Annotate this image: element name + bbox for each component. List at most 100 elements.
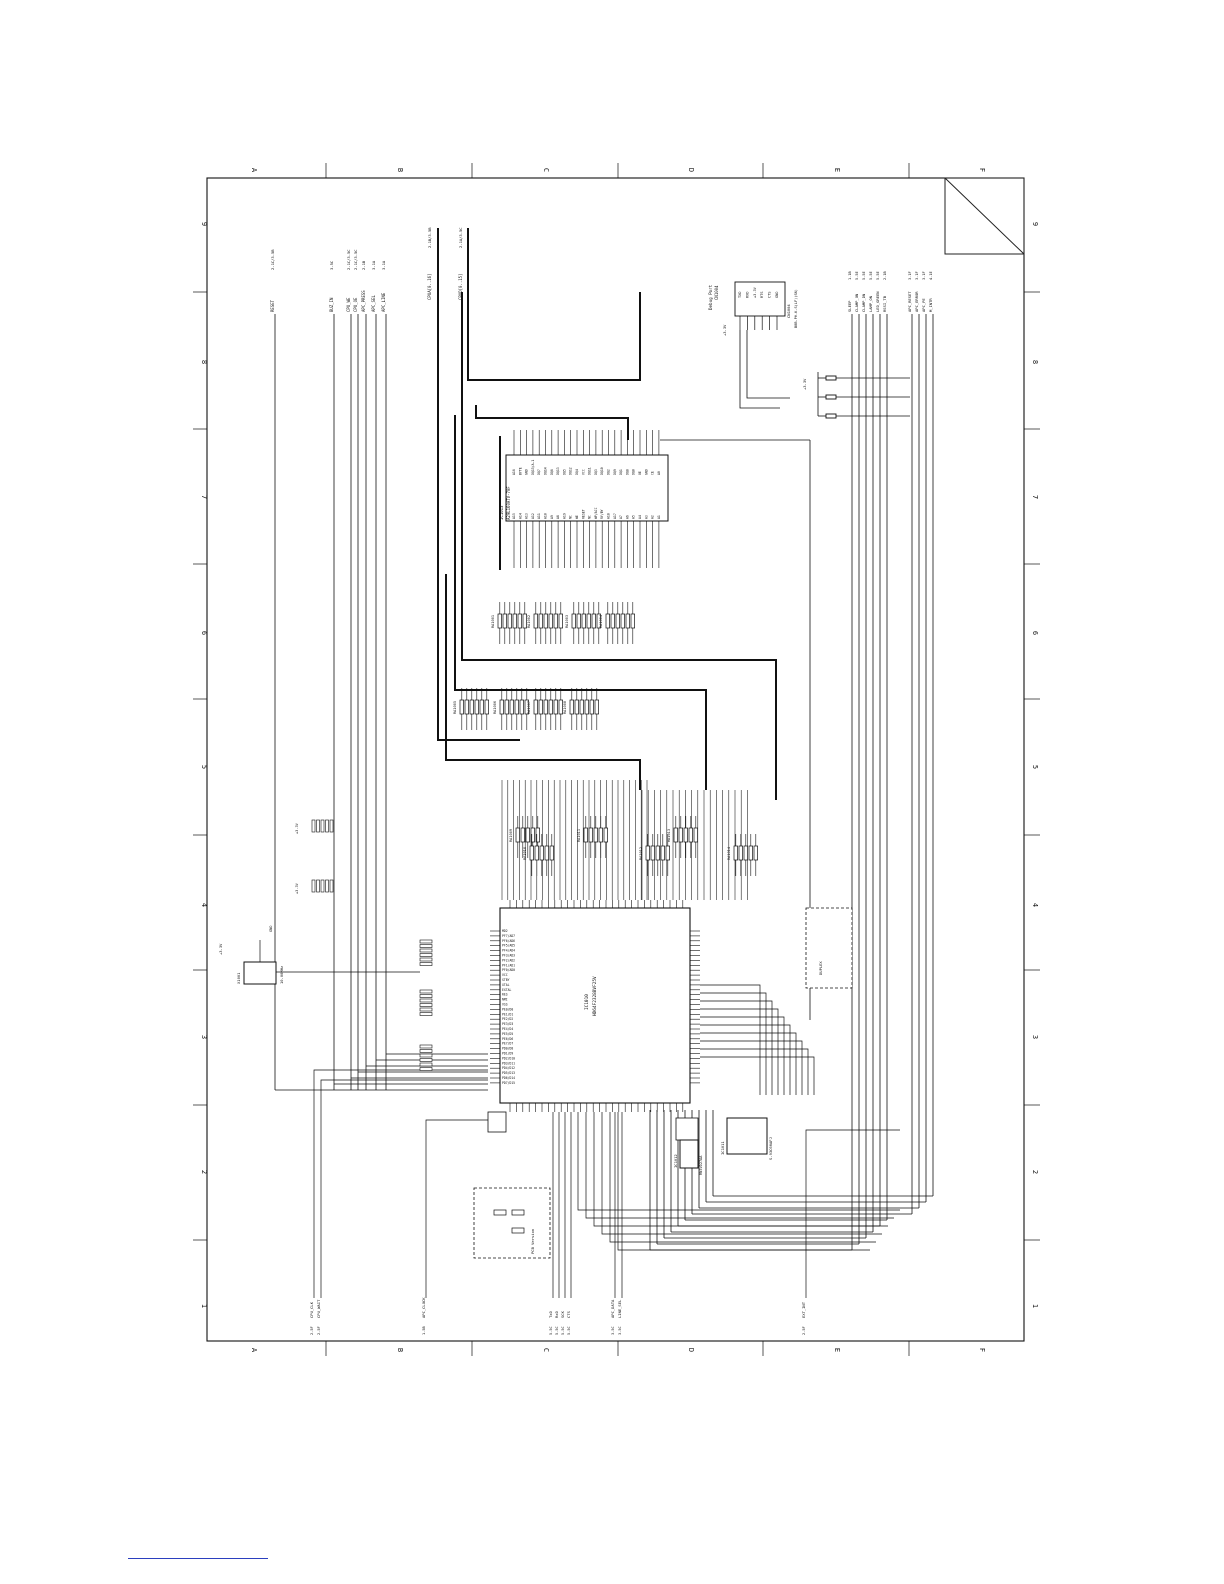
zone-row-right: 8: [1031, 360, 1039, 364]
cpu-right-wire: [700, 1056, 815, 1095]
flash-pin-label: A17: [613, 513, 617, 519]
flash-pin-label: DQ14: [544, 467, 548, 475]
cpu-pin-label: PF1/AD1: [502, 963, 515, 967]
cpu-pin-label: PE7/D7: [502, 1042, 513, 1046]
cpu-right-wire: [700, 1048, 809, 1095]
flash-pin-label: RESET: [581, 509, 585, 519]
cpu-right-wire: [700, 992, 767, 1095]
zone-row-left: 6: [200, 631, 208, 635]
zone-row-left: 4: [200, 903, 208, 907]
net-label-top: RESET: [270, 299, 275, 312]
array-resistor: [514, 699, 519, 715]
series-resistor: [419, 998, 433, 1003]
array-resistor: [553, 613, 558, 629]
flash-pin-label: CE: [651, 471, 655, 475]
zone-row-left: 1: [200, 1304, 208, 1308]
cpu-pin-label: PF5/AD5: [502, 944, 515, 948]
array-resistor: [615, 613, 620, 629]
net-ref-bottom: 5-5C: [555, 1326, 559, 1335]
array-resistor: [538, 699, 543, 715]
array-resistor: [569, 699, 574, 715]
pullup-stack: [311, 879, 316, 893]
flash-pin-label: VCC: [581, 469, 585, 475]
cpu-right-wire: [700, 1000, 773, 1095]
net-ref-right: 5-5E: [869, 271, 873, 280]
series-resistor: [419, 989, 433, 994]
net-label-top: APC_PRESS: [361, 290, 366, 312]
flash-pin-label: A0: [657, 471, 661, 475]
loop-wire: [617, 1112, 870, 1251]
flash-pin-label: DQ10: [600, 467, 604, 475]
cpu-pin-label: PF3/AD3: [502, 954, 515, 958]
pcb-version-label: PCB Version: [530, 1229, 535, 1254]
loop-wire: [601, 1112, 882, 1235]
array-resistor: [474, 699, 479, 715]
array-ref: RA1013: [667, 829, 671, 842]
series-resistor: [419, 1007, 433, 1012]
array-resistor: [464, 699, 469, 715]
resistor-array-upper: [571, 602, 601, 644]
resistor-array-middle: [569, 688, 599, 730]
series-resistor: [419, 1044, 433, 1049]
array-resistor: [507, 613, 512, 629]
small-capacitor-pair: [487, 1111, 507, 1133]
net-label-bottom: RxD: [554, 1310, 559, 1318]
net-wire-bottom: [805, 1129, 900, 1270]
cpu-pin-label: PF4/AD4: [502, 949, 515, 953]
debug-pin-label: +3.3V: [753, 286, 757, 298]
pullup-resistor: [825, 413, 837, 419]
eeprom-part: S-93C66AFJ: [768, 1137, 773, 1160]
cpu-pin-label: VSS: [502, 1003, 508, 1007]
array-resistor: [598, 827, 603, 843]
array-resistor: [588, 827, 593, 843]
array-resistor: [548, 613, 553, 629]
net-label-right: LAMP_ON: [868, 295, 873, 312]
debug-pin-label: RTS: [760, 292, 764, 299]
zone-col-top: E: [833, 168, 841, 172]
array-ref: RA1007: [527, 701, 531, 714]
flash-pin-label: A14: [518, 513, 522, 519]
flash-pin-label: WE: [575, 515, 579, 519]
net-label-right: CLAMP_DN: [861, 293, 866, 312]
cpu-pin-label: NMI: [502, 998, 508, 1002]
array-resistor: [533, 613, 538, 629]
flash-pin-label: A9: [550, 515, 554, 519]
array-ref: RA1002: [527, 615, 531, 628]
resistor-array-lower: [529, 834, 554, 876]
array-resistor: [574, 699, 579, 715]
pullup-stack: [316, 819, 320, 833]
flash-pin-label: A5: [632, 515, 636, 519]
array-resistor: [553, 699, 558, 715]
array-ref: RA1001: [491, 615, 495, 628]
cpu-pin-label: PD6/D14: [502, 1076, 515, 1080]
net-ref-bottom: 2-5F: [317, 1326, 321, 1335]
net-label-bottom: CPU_CLK: [309, 1301, 314, 1318]
pullup-stack: [325, 819, 329, 833]
net-wire-bottom: [320, 1079, 488, 1270]
resistor-array-lower: [733, 834, 758, 876]
cpu-right-wire: [700, 1016, 785, 1095]
net-ref-bottom: 3-5C: [611, 1326, 615, 1335]
gnd-label: GND: [269, 926, 273, 933]
array-resistor: [549, 845, 554, 861]
net-label-right: APC_RESET: [907, 291, 912, 312]
series-resistor: [419, 953, 433, 957]
net-ref-right: 3-1F: [922, 271, 926, 280]
flash-pin-label: DQ13: [556, 467, 560, 475]
array-resistor: [558, 613, 563, 629]
resistor-array-middle: [499, 688, 529, 730]
flash-pin-label: RY/BY: [600, 509, 604, 519]
cpu-pin-label: PD1/D9: [502, 1052, 513, 1056]
array-ref: RA1011: [577, 829, 581, 842]
flash-pin-label: A7: [619, 515, 623, 519]
net-ref-right: 5-5E: [862, 271, 866, 280]
cpu-right-wire: [700, 1040, 803, 1095]
net-ref-top: 3-5C: [329, 261, 334, 270]
bus-wire: [461, 292, 777, 800]
array-resistor: [673, 827, 678, 843]
array-resistor: [591, 613, 596, 629]
series-resistor: [419, 962, 433, 966]
net-label-bottom: CPU_WAIT: [316, 1299, 321, 1318]
flash-pin-label: OE: [638, 471, 642, 475]
array-resistor: [543, 613, 548, 629]
